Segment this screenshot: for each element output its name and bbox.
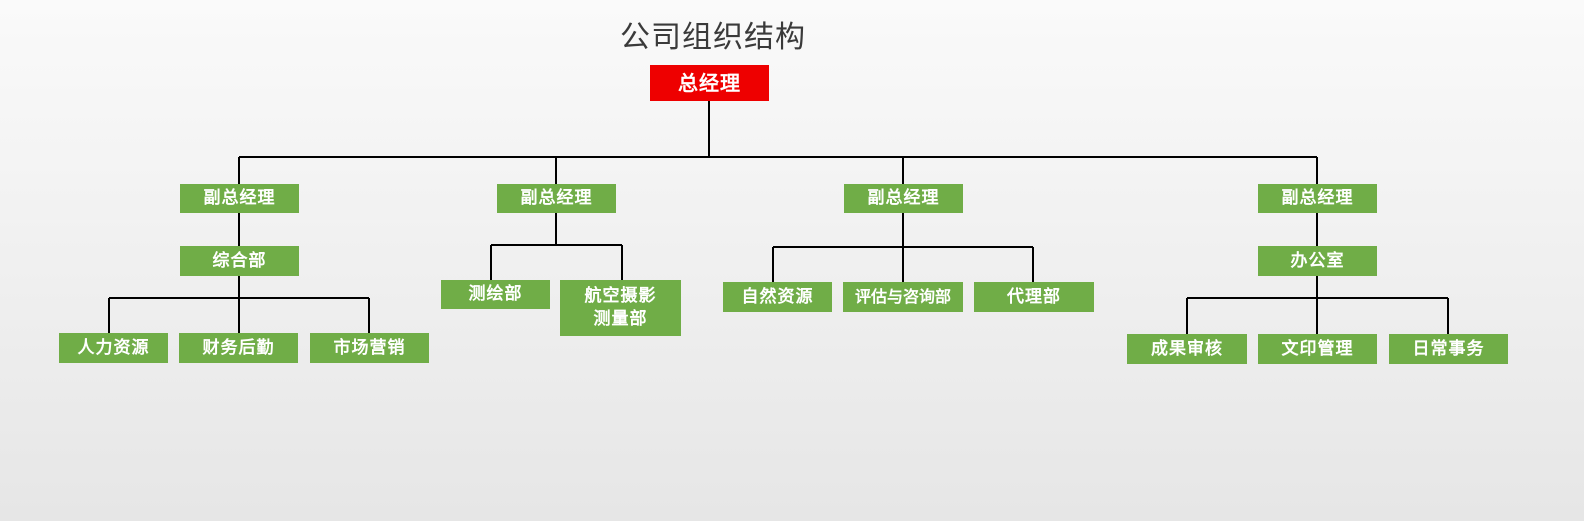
node-deputy-1: 副总经理 — [180, 184, 299, 213]
node-result-review: 成果审核 — [1127, 334, 1247, 364]
node-evaluation-consulting-dept: 评估与咨询部 — [843, 282, 963, 312]
node-surveying-dept: 测绘部 — [441, 280, 550, 309]
node-label: 办公室 — [1290, 250, 1345, 271]
node-label: 副总经理 — [1281, 188, 1354, 209]
node-daily-affairs: 日常事务 — [1389, 334, 1508, 364]
node-human-resources: 人力资源 — [59, 333, 168, 363]
node-label: 成果审核 — [1151, 338, 1223, 359]
node-deputy-3: 副总经理 — [844, 184, 963, 213]
node-general-affairs-dept: 综合部 — [180, 246, 299, 276]
node-finance-logistics: 财务后勤 — [179, 333, 298, 363]
node-label: 总经理 — [678, 70, 741, 95]
node-label: 测绘部 — [468, 284, 523, 305]
node-aerial-photogrammetry-dept: 航空摄影 测量部 — [560, 280, 681, 336]
node-office: 办公室 — [1258, 246, 1377, 276]
node-label: 代理部 — [1007, 286, 1061, 307]
node-label: 航空摄影 测量部 — [584, 286, 657, 329]
node-label: 副总经理 — [520, 188, 593, 209]
node-deputy-2: 副总经理 — [497, 184, 616, 213]
node-label: 财务后勤 — [202, 337, 275, 358]
node-general-manager: 总经理 — [650, 65, 769, 101]
node-marketing: 市场营销 — [310, 333, 429, 363]
node-printing-management: 文印管理 — [1258, 334, 1377, 364]
node-label: 日常事务 — [1412, 338, 1485, 359]
node-deputy-4: 副总经理 — [1258, 184, 1377, 213]
node-agency-dept: 代理部 — [974, 282, 1094, 312]
node-label: 综合部 — [212, 250, 267, 271]
node-label: 自然资源 — [741, 286, 814, 307]
node-label: 副总经理 — [867, 188, 940, 209]
node-label: 评估与咨询部 — [854, 287, 951, 307]
node-label: 文印管理 — [1281, 338, 1354, 359]
node-label: 市场营销 — [333, 337, 406, 358]
node-label: 副总经理 — [203, 188, 276, 209]
chart-title: 公司组织结构 — [620, 20, 806, 55]
node-natural-resources: 自然资源 — [723, 282, 832, 312]
node-label: 人力资源 — [77, 337, 150, 358]
